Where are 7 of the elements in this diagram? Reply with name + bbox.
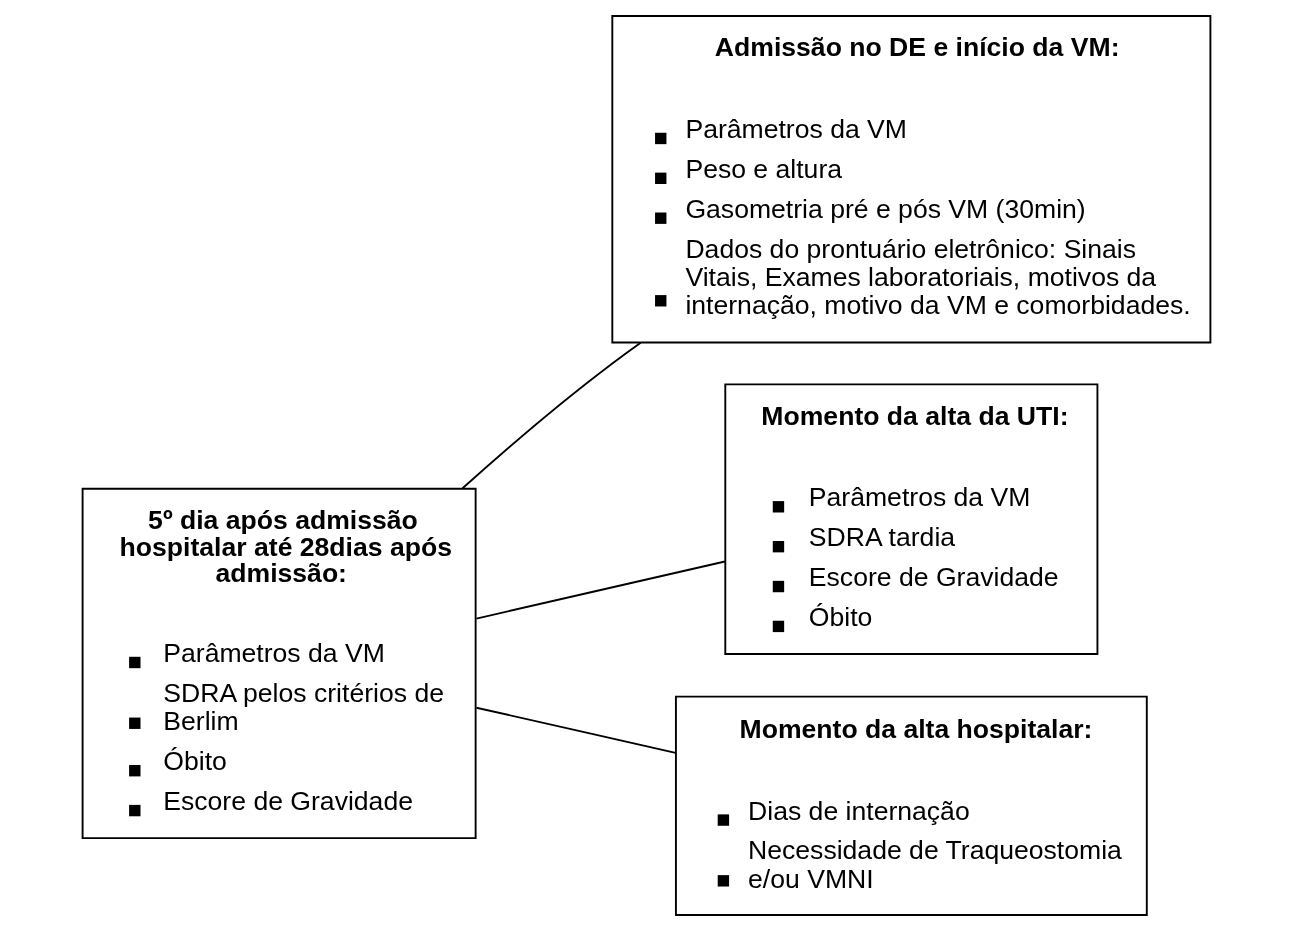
- node-box: Momento da alta da UTI: Parâmetros da VM SDRA tardia Escore de Gravidade Óbito: [724, 383, 1099, 655]
- connector: [475, 706, 677, 754]
- connector: [461, 341, 642, 490]
- node-box: Momento da alta hospitalar: Dias de internação Necessidade de Traqueostomia e/ou VMNI: [674, 695, 1148, 916]
- node-box: Admissão no DE e início da VM: Parâmetros da VM Peso e altura Gasometria pré e pós VM (30min) Dados do prontuário eletrônico: Sinais Vitais, Exames laboratoriais, motivos da internação, motivo da VM e comorbidades.: [611, 15, 1212, 344]
- connector: [475, 560, 726, 620]
- node-box: 5º dia após admissão hospitalar até 28dias após admissão: Parâmetros da VM SDRA pelos critérios de Berlim Óbito Escore de Gravidade: [81, 487, 477, 840]
